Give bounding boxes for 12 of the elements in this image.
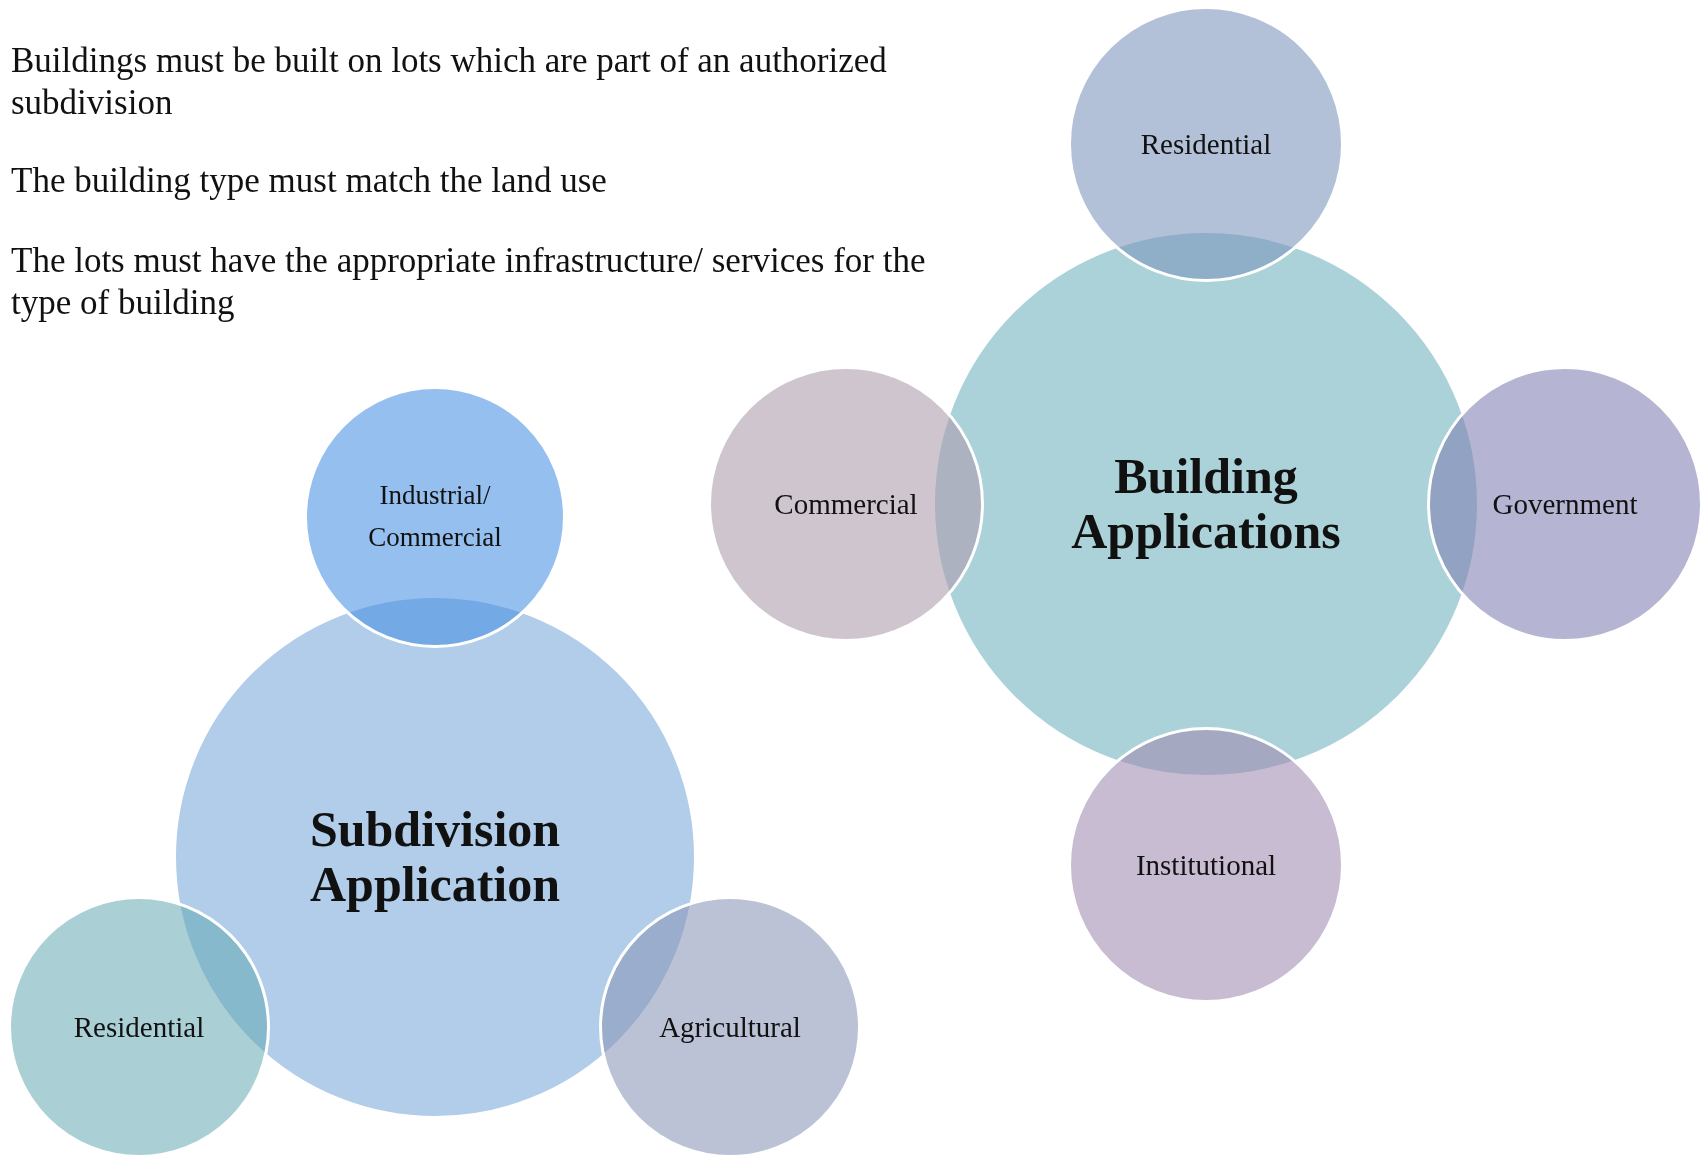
circle-label: Residential — [1140, 126, 1272, 162]
heading-text: Building Applications — [1070, 449, 1342, 559]
circle-label: Institutional — [1135, 847, 1277, 883]
circle-label: Government — [1492, 486, 1638, 522]
circle-label: Agricultural — [659, 1009, 801, 1045]
circle-label: Residential — [73, 1009, 205, 1045]
note-text: The lots must have the appropriate infrastructure/ services for the type of building — [11, 240, 927, 324]
heading-text: Subdivision Application — [308, 802, 562, 912]
circle-label: Commercial — [774, 486, 918, 522]
note-text: Buildings must be built on lots which are part of an authorized subdivision — [11, 40, 888, 124]
circle-label: Industrial/ Commercial — [367, 479, 503, 554]
note-text: The building type must match the land use — [11, 160, 608, 202]
